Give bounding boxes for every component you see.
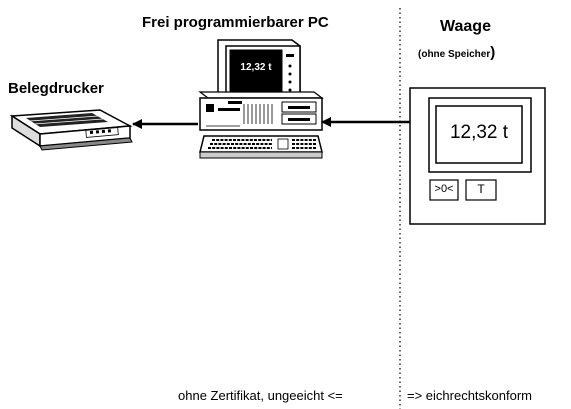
scale-button-tare-label: T xyxy=(477,182,485,196)
scale-title: Waage xyxy=(440,18,491,35)
scale-button-zero-label: >0< xyxy=(434,183,454,195)
receipt-printer xyxy=(9,109,133,151)
printer-title: Belegdrucker xyxy=(8,80,104,97)
footer-compliant-label: => eichrechtskonform xyxy=(407,388,533,403)
personal-computer xyxy=(198,39,324,159)
scale-tare-button xyxy=(465,179,497,201)
scale-display-value: 12,32 t xyxy=(449,122,509,143)
scale-device xyxy=(409,87,546,225)
scale-note-text: (ohne Speicher xyxy=(418,49,491,60)
scale-note: (ohne Speicher) xyxy=(418,44,495,61)
scale-note-close: ) xyxy=(490,44,496,61)
scale-display-inner xyxy=(435,105,523,164)
footer-uncertified-label: ohne Zertifikat, ungeeicht <= xyxy=(178,388,343,403)
pc-title: Frei programmierbarer PC xyxy=(142,14,329,31)
pc-monitor-display-value: 12,32 t xyxy=(240,62,272,73)
pc-monitor-screen xyxy=(229,49,283,95)
scale-tare-zero-button xyxy=(429,179,459,201)
